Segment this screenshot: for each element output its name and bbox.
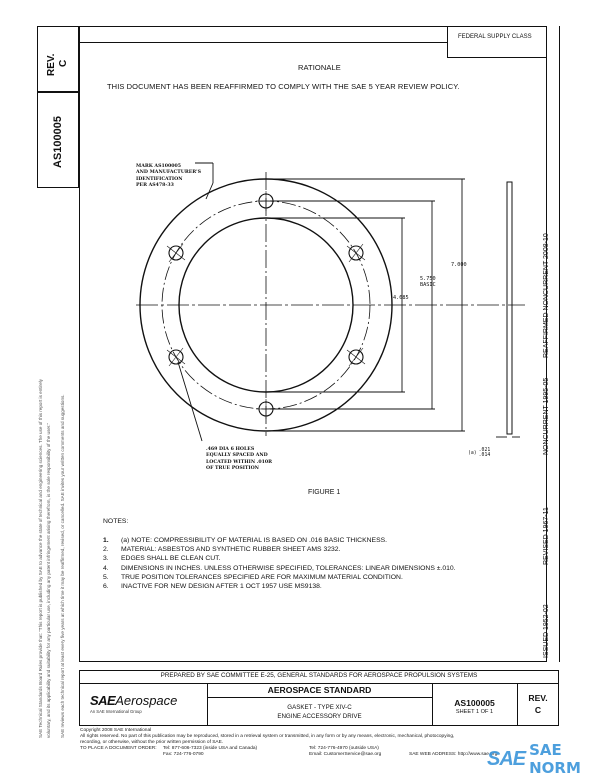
title-divider-2 xyxy=(432,683,433,726)
dim-bolt-circle: 5.750 BASIC xyxy=(420,276,436,288)
callout-mark-line-3: IDENTIFICATION xyxy=(136,176,183,182)
federal-supply-class-box xyxy=(447,26,547,58)
dim-thickness: (a) .021 .014 xyxy=(468,448,490,458)
note-item: 6.INACTIVE FOR NEW DESIGN AFTER 1 OCT 19… xyxy=(103,583,322,591)
note-item: 4.DIMENSIONS IN INCHES. UNLESS OTHERWISE… xyxy=(103,564,456,572)
standard-type: AEROSPACE STANDARD xyxy=(267,685,372,695)
title-sheet: SHEET 1 OF 1 xyxy=(455,709,494,715)
document-title-line-2: ENGINE ACCESSORY DRIVE xyxy=(277,712,362,720)
right-strip-border xyxy=(547,26,560,662)
title-block xyxy=(79,670,559,726)
dim-thickness-label: (a) xyxy=(468,450,477,456)
callout-mark: MARK AS100005 AND MANUFACTURER'S IDENTIF… xyxy=(136,164,201,190)
dim-bolt-circle-value: 5.750 xyxy=(420,276,436,282)
callout-holes-line-1: .469 DIA 6 HOLES xyxy=(206,447,255,452)
left-docnum-box xyxy=(37,92,79,188)
main-frame xyxy=(79,26,547,662)
sae-norm-watermark: SAE SAE NORM xyxy=(487,741,600,777)
document-title-line-1: GASKET - TYPE XIV-C xyxy=(287,704,352,711)
notes-title: NOTES: xyxy=(103,518,129,525)
callout-mark-line-2: AND MANUFACTURER'S xyxy=(136,170,201,176)
footer-tel-us: Tel: 877-606-7323 (inside USA and Canada… xyxy=(163,746,258,751)
title-block-rule xyxy=(79,683,559,684)
rationale-title: RATIONALE xyxy=(298,63,341,72)
aerospace-logo-text: Aerospace xyxy=(115,693,178,708)
dim-thickness-lower: .014 xyxy=(478,453,491,458)
dim-thickness-upper: .021 xyxy=(478,448,491,453)
dim-outer: 7.000 xyxy=(451,262,467,268)
footer-fax: Fax: 724-776-0790 xyxy=(163,752,204,757)
footer-tel-intl: Tel: 724-776-4970 (outside USA) xyxy=(309,746,379,751)
sae-aerospace-logo: SAEAerospace An SAE International Group xyxy=(90,692,177,714)
title-rev-value: C xyxy=(534,705,542,715)
note-item: 1.(a) NOTE: COMPRESSIBILITY OF MATERIAL … xyxy=(103,537,388,544)
note-item: 2.MATERIAL: ASBESTOS AND SYNTHETIC RUBBE… xyxy=(103,546,341,554)
callout-mark-line-4: PER AS478-33 xyxy=(136,183,174,189)
callout-holes-line-4: OF TRUE POSITION xyxy=(206,466,259,472)
footer-copyright: Copyright 2008 SAE International xyxy=(80,728,152,733)
standard-type-rule xyxy=(207,697,432,698)
left-rev-box xyxy=(37,26,79,92)
note-item: 3.EDGES SHALL BE CLEAN CUT. xyxy=(103,555,221,563)
title-rev: REV. C xyxy=(517,692,559,716)
title-rev-label: REV. xyxy=(528,693,548,703)
rationale-text: THIS DOCUMENT HAS BEEN REAFFIRMED TO COM… xyxy=(107,82,460,91)
footer-rights-2: recording, or otherwise, without the pri… xyxy=(80,740,224,745)
callout-mark-line-1: MARK AS100005 xyxy=(136,164,182,169)
watermark-text: SAE NORM xyxy=(529,741,581,777)
dim-inner: 4.685 xyxy=(393,295,409,301)
footer-web[interactable]: SAE WEB ADDRESS: http://www.sae.org xyxy=(409,752,498,757)
callout-holes: .469 DIA 6 HOLES EQUALLY SPACED AND LOCA… xyxy=(206,447,272,473)
sae-logo-mark: SAE xyxy=(90,693,116,708)
title-doc-number: AS100005 xyxy=(454,698,495,708)
watermark-logo-icon: SAE xyxy=(487,747,526,770)
logo-tagline: An SAE International Group xyxy=(90,709,142,714)
dim-bolt-circle-note: BASIC xyxy=(420,282,436,288)
footer: Copyright 2008 SAE International All rig… xyxy=(80,728,580,758)
footer-order-label: TO PLACE A DOCUMENT ORDER: xyxy=(80,746,157,751)
title-divider-3 xyxy=(517,683,518,726)
notes-list: 1.(a) NOTE: COMPRESSIBILITY OF MATERIAL … xyxy=(103,536,456,591)
footer-rights-1: All rights reserved. No part of this pub… xyxy=(80,734,455,739)
note-item: 5.TRUE POSITION TOLERANCES SPECIFIED ARE… xyxy=(103,573,403,581)
title-divider-1 xyxy=(207,683,208,726)
footer-email: Email: CustomerService@sae.org xyxy=(309,752,382,757)
figure-caption: FIGURE 1 xyxy=(308,489,341,496)
federal-supply-class-label: FEDERAL SUPPLY CLASS xyxy=(458,34,532,40)
header-rule xyxy=(79,42,448,43)
callout-holes-line-3: LOCATED WITHIN .010R xyxy=(206,459,273,465)
document-title: GASKET - TYPE XIV-C ENGINE ACCESSORY DRI… xyxy=(207,704,432,721)
prepared-by: PREPARED BY SAE COMMITTEE E-25, GENERAL … xyxy=(160,672,478,679)
callout-holes-line-2: EQUALLY SPACED AND xyxy=(206,453,268,459)
